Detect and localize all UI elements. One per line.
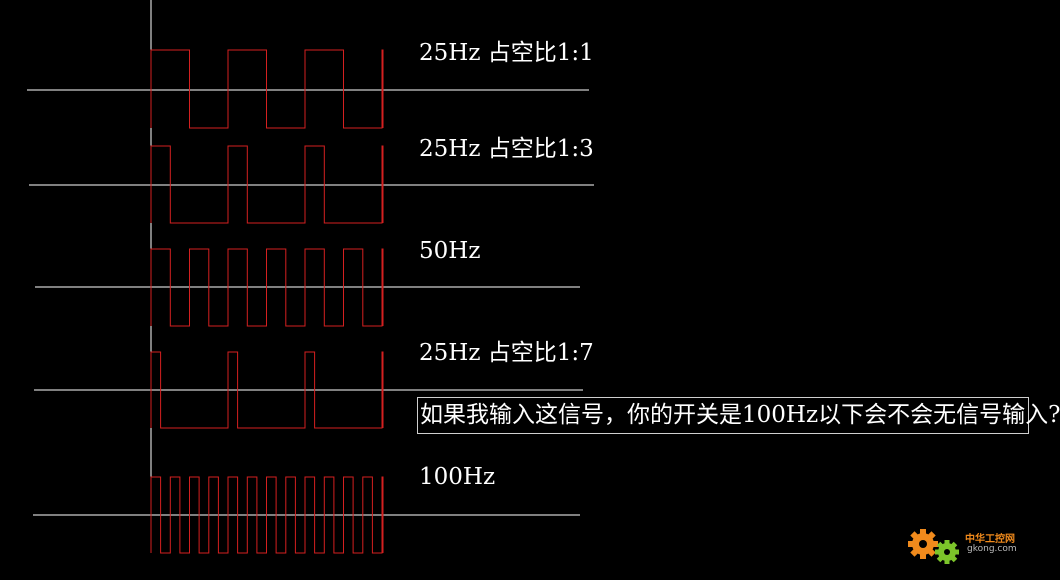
- waveform-1: [150, 49, 384, 129]
- waveform-5: [150, 476, 384, 554]
- waveform-4: [150, 351, 384, 429]
- label-wave2: 25Hz 占空比1:3: [419, 136, 594, 162]
- label-wave4: 25Hz 占空比1:7: [419, 340, 594, 366]
- watermark-url: gkong.com: [967, 544, 1017, 554]
- waveform-3: [150, 248, 384, 327]
- label-wave3: 50Hz: [419, 238, 481, 264]
- label-wave1: 25Hz 占空比1:1: [419, 40, 594, 66]
- label-wave5: 100Hz: [419, 464, 496, 490]
- waveform-2: [150, 145, 384, 224]
- question-textbox: 如果我输入这信号，你的开关是100Hz以下会不会无信号输入?: [417, 397, 1060, 434]
- gear-icon: [908, 529, 959, 564]
- watermark-logo: 中华工控网 gkong.com: [905, 522, 1037, 572]
- watermark-name: 中华工控网: [965, 534, 1015, 545]
